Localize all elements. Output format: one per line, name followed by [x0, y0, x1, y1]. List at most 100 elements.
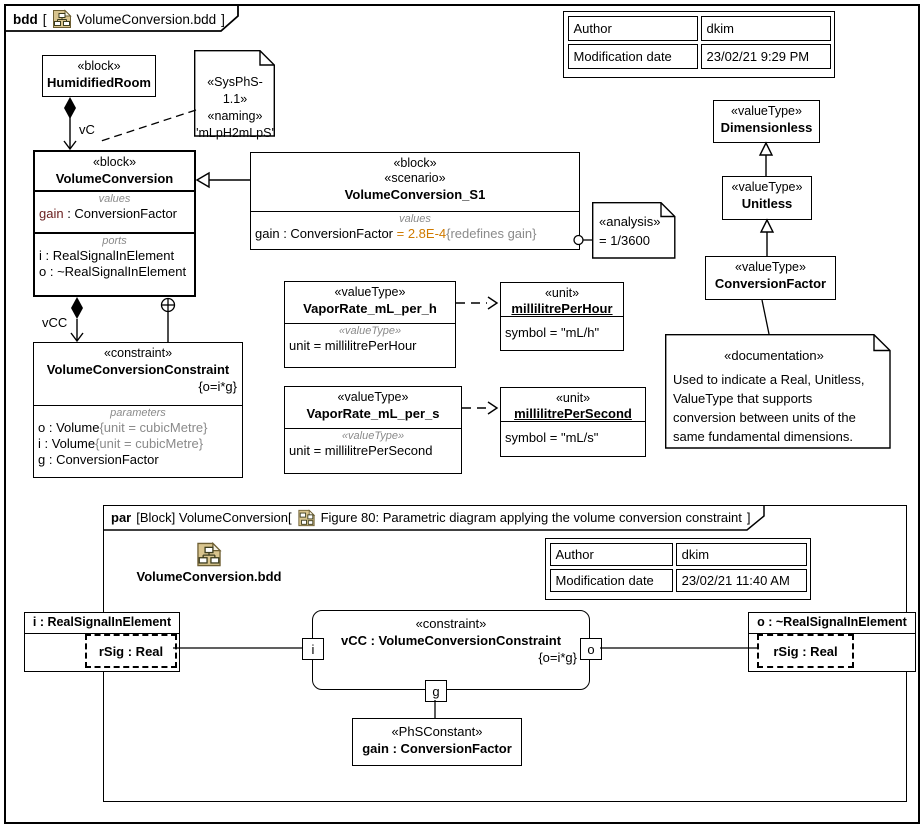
part-i-rsig-property[interactable]: rSig : Real [85, 634, 177, 668]
part-o-rsig-property[interactable]: rSig : Real [757, 634, 854, 668]
analysis-note-shape[interactable] [592, 202, 676, 259]
gain-const-stereotype: «PhSConstant» [391, 724, 483, 739]
bdd-tab-kind: bdd [13, 11, 38, 27]
vapor-h-name: VaporRate_mL_per_h [303, 301, 437, 316]
s1-gain-redefines: {redefines gain} [446, 226, 537, 241]
naming-note-line3: 'mLpH2mLpS' [196, 126, 274, 140]
param-i-unit: {unit = cubicMetre} [95, 436, 204, 451]
par-info-value-moddate: 23/02/21 11:40 AM [675, 568, 807, 592]
valuetype-vaporrate-ml-per-h[interactable]: «valueType» VaporRate_mL_per_h «valueTyp… [284, 281, 456, 368]
parameters-compartment: parameters o : Volume{unit = cubicMetre}… [34, 405, 242, 474]
info-value-author: dkim [700, 15, 831, 41]
dimensionless-name: Dimensionless [720, 120, 813, 135]
port-o-line: o : ~RealSignalInElement [39, 264, 187, 279]
unitless-name: Unitless [741, 196, 793, 211]
vcc-par-expression: {o=i*g} [538, 650, 577, 665]
block-volume-conversion-s1[interactable]: «block» «scenario» VolumeConversion_S1 v… [250, 152, 580, 250]
doc-line3: conversion between units of the [673, 410, 856, 425]
bdd-tab-close-bracket: ] [221, 11, 225, 27]
vapor-h-stereotype: «valueType» [334, 285, 406, 299]
vcc-stereotype: «constraint» [103, 346, 173, 360]
unit-h-symbol: symbol = "mL/h" [505, 324, 600, 340]
block-volume-conversion[interactable]: «block» VolumeConversion values gain : C… [33, 150, 196, 297]
bdd-tab-title: VolumeConversion.bdd [76, 11, 217, 27]
par-info-table[interactable]: Author dkim Modification date 23/02/21 1… [545, 538, 811, 600]
vapor-h-unit-compartment: «valueType» unit = millilitrePerHour [285, 323, 455, 365]
gain-property-name: gain [39, 206, 64, 221]
unit-h-name: millilitrePerHour [511, 301, 613, 316]
par-tab-close-bracket: ] [746, 510, 751, 525]
documentation-note-shape[interactable] [665, 334, 891, 449]
valuetype-unitless[interactable]: «valueType» Unitless [722, 176, 812, 220]
s1-values-label: values [399, 213, 431, 225]
gain-const-name: gain : ConversionFactor [362, 741, 512, 756]
param-i: i : Volume [38, 436, 96, 451]
naming-note-text: «SysPhS-1.1» «naming» 'mLpH2mLpS' [196, 74, 274, 142]
par-info-label-moddate: Modification date [549, 568, 673, 592]
bdd-diagram-frame [4, 4, 920, 824]
constraint-parameter-port-i[interactable]: i [302, 638, 324, 660]
block-humidified-room[interactable]: «block» HumidifiedRoom [42, 55, 156, 97]
ports-label: ports [102, 235, 127, 247]
part-i-header: i : RealSignalInElement [25, 613, 179, 634]
bdd-tab-open-bracket: [ [42, 11, 47, 27]
bdd-diagram-icon [52, 9, 72, 29]
analysis-note-value: = 1/3600 [599, 233, 650, 248]
part-o-header: o : ~RealSignalInElement [749, 613, 915, 634]
s1-gain-value: = 2.8E-4 [396, 226, 447, 241]
s1-stereotype-block: «block» [393, 156, 437, 170]
composition-label-vcc: vCC [42, 315, 68, 330]
bdd-frame-tab[interactable]: bdd [ VolumeConversion.bdd ] [13, 9, 225, 29]
s1-stereotype-scenario: «scenario» [384, 171, 446, 185]
composition-label-vc: vC [79, 122, 95, 137]
naming-note-line2: «naming» [207, 109, 263, 123]
par-frame-tab[interactable]: par [Block] VolumeConversion[ Figure 80:… [111, 508, 750, 527]
constraint-parameter-port-g[interactable]: g [425, 680, 447, 702]
vcc-name: VolumeConversionConstraint [46, 362, 230, 377]
constraint-block-volume-conversion-constraint[interactable]: «constraint» VolumeConversionConstraint … [33, 342, 243, 478]
volume-conversion-stereotype: «block» [92, 155, 137, 169]
unit-millilitre-per-second[interactable]: «unit» millilitrePerSecond symbol = "mL/… [500, 387, 646, 457]
constraint-property-vcc[interactable]: «constraint» vCC : VolumeConversionConst… [312, 610, 590, 690]
vapor-h-unit-line: unit = millilitrePerHour [289, 338, 417, 353]
unit-millilitre-per-hour[interactable]: «unit» millilitrePerHour symbol = "mL/h" [500, 282, 624, 351]
parameters-label: parameters [110, 407, 166, 419]
vapor-s-unit-line: unit = millilitrePerSecond [289, 443, 433, 458]
valuetype-vaporrate-ml-per-s[interactable]: «valueType» VaporRate_mL_per_s «valueTyp… [284, 386, 462, 474]
analysis-note-stereotype: «analysis» [599, 214, 661, 229]
valuetype-conversion-factor[interactable]: «valueType» ConversionFactor [705, 256, 836, 300]
unitless-stereotype: «valueType» [731, 180, 803, 194]
vcc-par-stereotype: «constraint» [415, 616, 487, 631]
volume-conversion-bdd-icon[interactable] [196, 541, 222, 573]
valuetype-dimensionless[interactable]: «valueType» Dimensionless [713, 100, 820, 143]
vapor-s-unit-compartment: «valueType» unit = millilitrePerSecond [285, 428, 461, 471]
doc-line1: Used to indicate a Real, Unitless, [673, 372, 865, 387]
param-o: o : Volume [38, 420, 100, 435]
param-g: g : ConversionFactor [38, 452, 159, 467]
values-compartment: values gain : ConversionFactor [35, 190, 194, 232]
port-i-line: i : RealSignalInElement [39, 248, 175, 263]
naming-note-line1: «SysPhS-1.1» [207, 75, 263, 106]
documentation-note-body: Used to indicate a Real, Unitless, Value… [673, 370, 885, 446]
unit-s-name: millilitrePerSecond [514, 406, 632, 421]
conversion-factor-name: ConversionFactor [714, 276, 827, 291]
par-info-value-author: dkim [675, 542, 807, 566]
info-label-author: Author [567, 15, 698, 41]
ports-compartment: ports i : RealSignalInElement o : ~RealS… [35, 232, 194, 293]
phsconstant-gain[interactable]: «PhSConstant» gain : ConversionFactor [352, 718, 522, 766]
gain-property-type: : ConversionFactor [63, 206, 178, 221]
s1-values-compartment: values gain : ConversionFactor = 2.8E-4{… [251, 211, 579, 247]
unit-s-symbol: symbol = "mL/s" [505, 430, 599, 445]
dimensionless-stereotype: «valueType» [731, 104, 802, 118]
diagram-info-table[interactable]: Author dkim Modification date 23/02/21 9… [563, 11, 835, 78]
analysis-note-text: «analysis» = 1/3600 [599, 212, 671, 250]
vapor-h-sub-stereotype: «valueType» [338, 325, 402, 337]
volume-conversion-bdd-label: VolumeConversion.bdd [136, 569, 282, 584]
constraint-parameter-port-o[interactable]: o [580, 638, 602, 660]
unit-s-stereotype: «unit» [555, 391, 591, 405]
par-diagram-icon [297, 508, 316, 527]
documentation-note-stereotype: «documentation» [724, 348, 824, 363]
humidified-room-stereotype: «block» [77, 59, 121, 73]
doc-line4: same fundamental dimensions. [673, 429, 853, 444]
